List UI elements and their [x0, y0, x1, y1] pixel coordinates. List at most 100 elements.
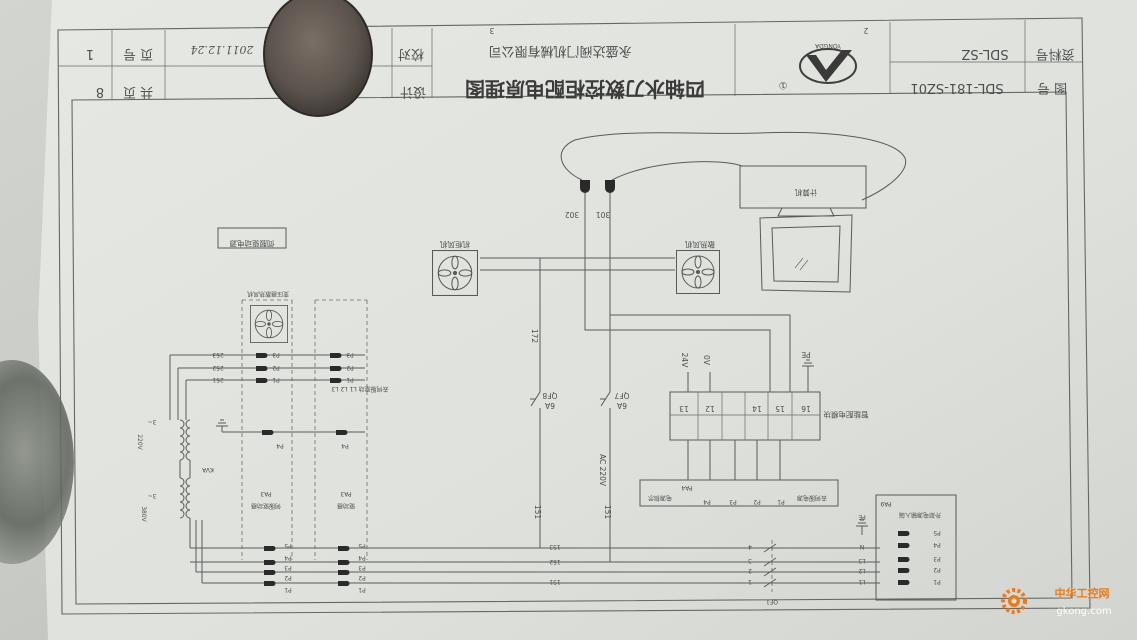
feed-plug [330, 366, 342, 371]
feed-plug [256, 353, 268, 358]
module-connector-pin: P1 [777, 498, 785, 505]
input-pin-label: P4 [933, 541, 941, 548]
input-plug [898, 531, 910, 536]
drive-a-label: 伺服驱动器 [251, 502, 281, 510]
computer-label: 计算机 [794, 188, 817, 198]
module-label: 智能配电模块 [823, 410, 868, 420]
qf1-pole-label: 4 [748, 543, 752, 550]
transformer-rating: KVA [201, 466, 214, 473]
transformer-fan-label: 变压器散热风机 [247, 290, 289, 298]
fan-plug [262, 430, 274, 435]
connector-302 [580, 180, 590, 193]
bus-pin-label: P5 [358, 542, 366, 549]
page-number: 1 [86, 46, 94, 61]
bus-phase-label: L2 [858, 567, 865, 574]
coin-object [264, 0, 372, 116]
module-terminal: 16 [801, 404, 811, 413]
transformer-coils [179, 419, 191, 520]
breaker-qf8-symbol [530, 385, 541, 415]
feed-pin-label: P1 [346, 376, 354, 383]
fan-pin-label: P4 [341, 442, 349, 449]
drive-enclosures [241, 299, 368, 560]
breaker-qf7-label: QF7 [614, 391, 629, 400]
bus-phase-label: N [860, 543, 865, 550]
feed-wire-label: 251 [212, 376, 224, 383]
data-number-label: 资料号 [1035, 46, 1074, 61]
cabinet-fan-label: 机柜风机 [440, 240, 470, 250]
page-number-label: 页 号 [123, 46, 153, 61]
drive-b-pa: PA3 [340, 490, 351, 497]
module-connector-pin: P3 [729, 498, 737, 505]
feed-pin-label: P2 [272, 364, 280, 371]
bus-phase-label: L1 [858, 578, 865, 585]
feed-plug [330, 353, 342, 358]
input-pe-label: PE [858, 513, 866, 520]
module-connector-pa: PA4 [681, 484, 692, 491]
bus-pin-label: P4 [358, 554, 366, 561]
input-pin-label: P2 [933, 566, 941, 573]
feed-plug [256, 366, 268, 371]
input-plug [898, 568, 910, 573]
total-pages-label: 共 页 [123, 84, 153, 99]
bus-pin-label: P3 [358, 564, 366, 571]
watermark-brand: 中华工控网 [1055, 586, 1110, 600]
breaker-qf8-rating: 6A [544, 401, 555, 410]
cable-cloud [560, 131, 907, 201]
wire-172-label: 172 [530, 329, 539, 344]
module-terminal: 14 [752, 404, 762, 413]
bus-pin-label: P2 [358, 574, 366, 581]
drawing-number-label: 图 号 [1037, 80, 1067, 95]
v0-label: 0V [702, 355, 711, 366]
drive-b-label: 驱动器 [337, 502, 355, 509]
drawing-title: 四轴水刀数控柜配电原理图 [465, 77, 705, 101]
wire-151-right-label: 151 [603, 505, 612, 520]
bus-pin-label: P2 [284, 574, 292, 581]
module-terminal: 13 [679, 404, 689, 413]
input-terminal-box [875, 494, 957, 601]
gear-icon [1001, 588, 1027, 614]
main-bus [189, 520, 880, 592]
input-plug [898, 557, 910, 562]
breaker-qf7-rating: 6A [616, 401, 627, 410]
servo-power-label: 伺服驱动电源 [229, 239, 274, 249]
module-terminal: 15 [775, 404, 785, 413]
ac220-label: AC 220V [598, 454, 607, 487]
connector-302-label: 302 [565, 210, 580, 219]
input-plug [898, 580, 910, 585]
fan-plug [336, 430, 348, 435]
coin-rim [263, 0, 373, 117]
wire-151-left-label: 151 [533, 505, 542, 520]
qf1-pole-label: 1 [748, 578, 752, 585]
company-logo [799, 48, 857, 84]
bus-pin-label: P3 [284, 564, 292, 571]
pe-ground-icon [802, 359, 814, 372]
module-connector-pin: P4 [703, 498, 711, 505]
connector-301 [605, 180, 615, 193]
total-pages: 8 [96, 84, 104, 99]
input-terminal-pa: PA9 [880, 500, 891, 507]
watermark-domain: gkong.com [1056, 606, 1111, 617]
cooling-fan-label: 散热风机 [685, 240, 715, 250]
power-module [669, 391, 821, 441]
feed-plug [256, 378, 268, 383]
module-connector-right-label: 去伺服电源 [797, 494, 827, 502]
transformer-voltage-b: 380V [140, 506, 147, 522]
input-terminal-label: 外部电源输入端 [899, 511, 941, 519]
servo-feed-label: 去伺服驱动 L1 L2 L3 [331, 385, 388, 393]
bus-pin-label: P1 [284, 586, 292, 593]
data-number: SDL-SZ [961, 46, 1008, 61]
feed-pin-label: P3 [272, 351, 280, 358]
drive-a-pa: PA3 [260, 490, 271, 497]
feed-pin-label: P3 [346, 351, 354, 358]
frame-number-2: 2 [863, 26, 868, 35]
breaker-qf8-label: QF8 [542, 391, 557, 400]
module-terminal: 12 [705, 404, 715, 413]
module-connector-pin: P2 [753, 498, 761, 505]
breaker-qf1-label: QF1 [766, 598, 778, 605]
connector-301-label: 301 [596, 210, 611, 219]
title-block: 1 页 号 8 共 页 2011.12.24 校对 设计 永盛达阀门机械有限公司… [58, 20, 1082, 101]
bus-pin-label: P5 [284, 542, 292, 549]
monitor-icon [759, 214, 853, 293]
drawing-number: SDL-181-SZ01 [910, 80, 1003, 95]
